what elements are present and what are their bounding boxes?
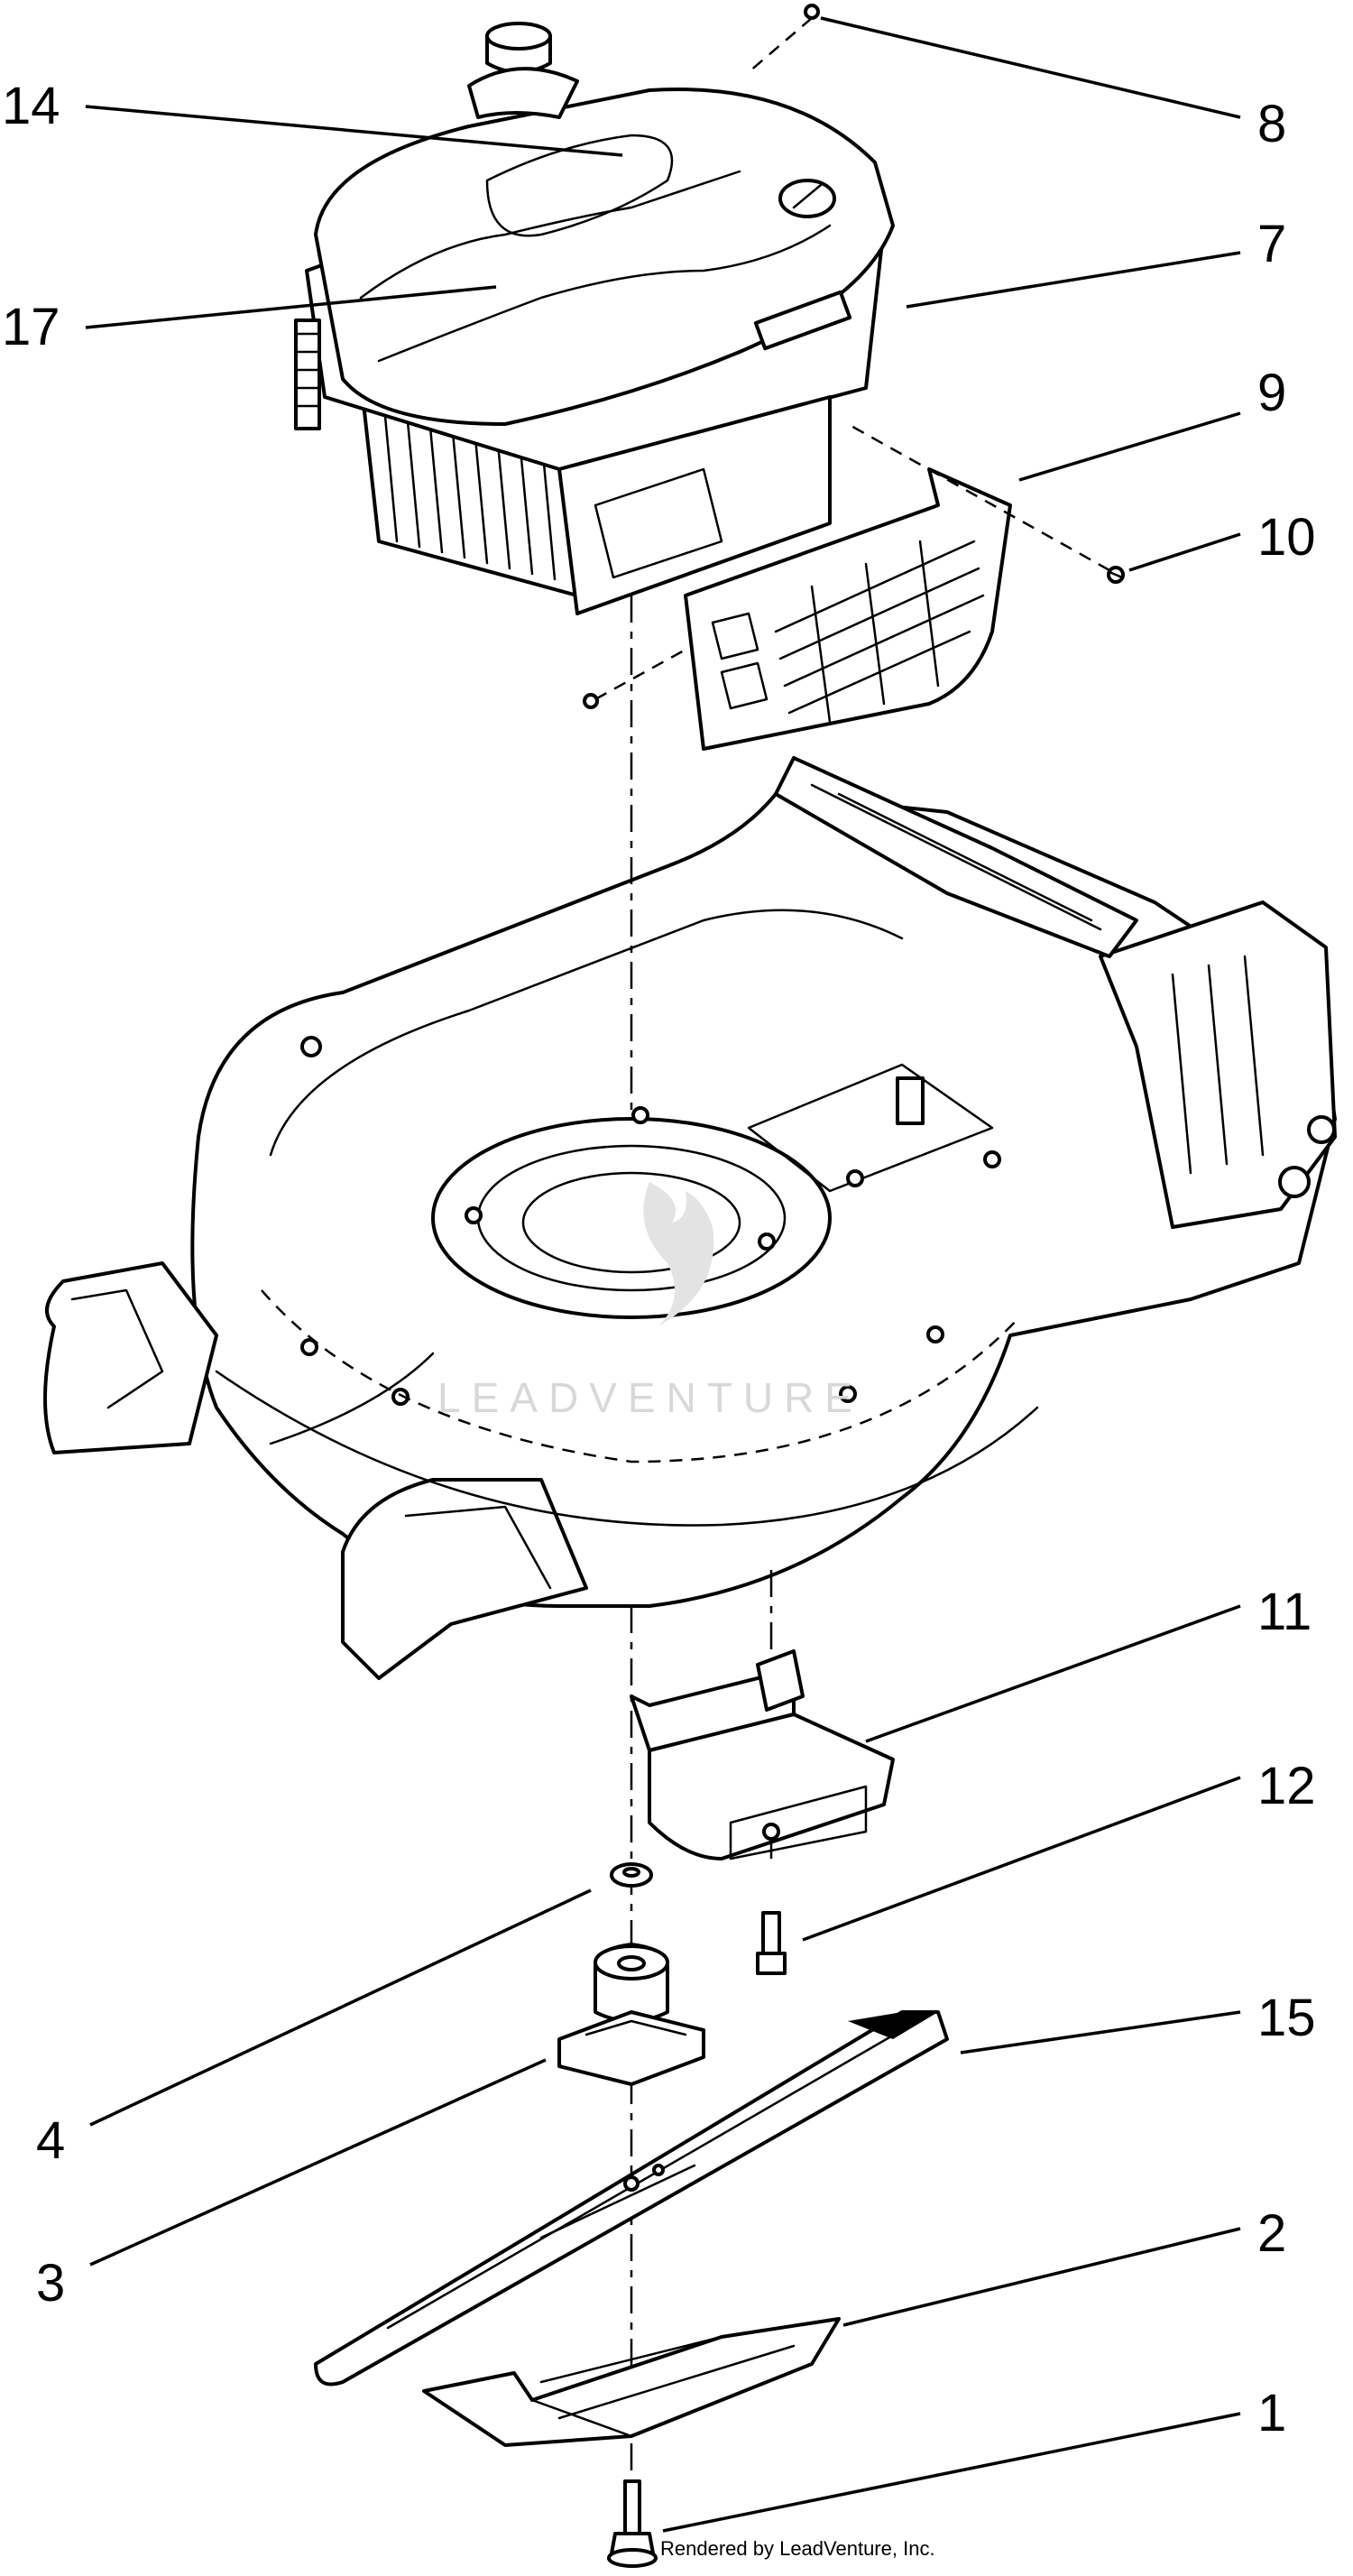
baffle [630,1649,895,1860]
callout-9: 9 [1257,364,1286,422]
leader-lines [85,16,1241,2533]
callout-17: 17 [2,298,60,356]
blade-stiffener [422,2317,841,2447]
callout-labels: 14 17 8 7 9 10 11 12 15 4 3 2 1 [2,77,1316,2442]
callout-4: 4 [36,2111,65,2170]
callout-2: 2 [1257,2204,1286,2263]
callout-10: 10 [1257,508,1316,567]
callout-14: 14 [2,77,60,135]
callout-15: 15 [1257,1989,1316,2047]
mower-deck [43,756,1337,1680]
blade-adapter [557,1862,705,2086]
blade [314,2010,949,2387]
callout-1: 1 [1257,2384,1286,2442]
callout-8: 8 [1257,95,1286,153]
baffle-bolt [756,1911,787,1975]
engine-assembly [294,22,895,615]
watermark-text: LEADVENTURE [437,1374,863,1421]
blade-bolt [607,2479,658,2568]
watermark: LEADVENTURE [437,1182,863,1421]
heat-shield [583,4,1125,751]
render-credit: Rendered by LeadVenture, Inc. [660,2537,935,2560]
callout-12: 12 [1257,1757,1316,1815]
callout-7: 7 [1257,215,1286,273]
callout-11: 11 [1257,1583,1312,1641]
callout-3: 3 [36,2254,65,2313]
